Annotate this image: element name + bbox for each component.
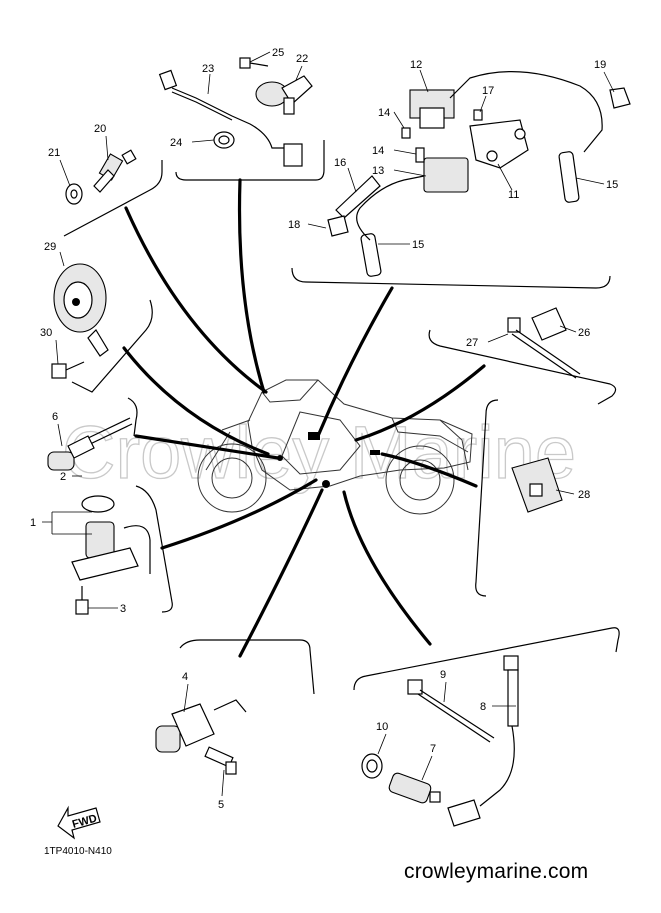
callout-30: 30 [40,327,52,339]
band-part-9 [407,679,495,743]
bracket-part-11 [469,119,529,169]
callout-1: 1 [30,517,36,529]
callout-5: 5 [218,799,224,811]
callout-16: 16 [334,157,346,169]
band-part-27 [507,317,581,379]
harness-part-8 [447,655,519,827]
collar-part-24 [213,131,235,149]
leader-lines [122,178,486,658]
bolt-part-30 [51,361,85,379]
callout-24: 24 [170,137,182,149]
callout-4: 4 [182,671,188,683]
sensor-part-4 [155,699,247,753]
sensor-part-6 [47,417,133,471]
bolt-part-17 [473,109,483,121]
bolt-part-5 [204,746,237,775]
coil-part-12 [409,71,603,153]
relay-part-28 [511,457,563,513]
callout-20: 20 [94,123,106,135]
site-name: crowleymarine.com [404,860,589,883]
screw-part-25 [239,57,269,69]
clip-part-19 [609,87,631,109]
oring-part-2 [81,495,115,513]
callout-15b: 15 [412,239,424,251]
bolt-part-3 [75,586,89,615]
callout-26: 26 [578,327,590,339]
callout-15a: 15 [606,179,618,191]
callout-23: 23 [202,63,214,75]
sensor-part-20 [93,149,137,193]
bolt-part-14 [401,127,425,163]
callout-11: 11 [508,189,519,201]
callout-labels: 20 21 22 23 24 25 12 14 14 13 17 11 16 1… [30,47,618,811]
callout-3: 3 [120,603,126,615]
hose-part-16 [335,175,381,219]
fwd-arrow-icon: FWD [57,805,101,840]
washer-part-10 [361,753,383,779]
callout-21: 21 [48,147,60,159]
callout-28: 28 [578,489,590,501]
callout-7: 7 [430,743,436,755]
callout-8: 8 [480,701,486,713]
watermark: Crowley Marine [62,411,576,494]
callout-9: 9 [440,669,446,681]
callout-22: 22 [296,53,308,65]
sensor-part-1 [71,521,151,581]
callout-13: 13 [372,165,384,177]
callout-27: 27 [466,337,478,349]
clip-part-18 [327,215,349,237]
callout-25: 25 [272,47,284,59]
callout-6: 6 [52,411,58,423]
motorcycle-outline [197,379,473,515]
cap-part-15 [360,151,580,277]
callout-18: 18 [288,219,300,231]
callout-14b: 14 [372,145,384,157]
callout-17: 17 [482,85,494,97]
sensor-part-22 [255,75,313,115]
washer-part-21 [65,183,83,205]
group-brackets [63,140,620,695]
callout-29: 29 [44,241,56,253]
diagram-code: 1TP4010-N410 [44,846,112,857]
callout-19: 19 [594,59,606,71]
harness-part-23 [158,69,303,167]
callout-10: 10 [376,721,388,733]
callout-12: 12 [410,59,422,71]
sensor-part-7 [388,772,441,804]
clamp-part-26 [531,307,567,341]
horn-part-29 [53,263,109,357]
callout-14a: 14 [378,107,390,119]
coil-part-13 [356,157,469,241]
callout-2: 2 [60,471,66,483]
callout-leads [42,51,615,797]
